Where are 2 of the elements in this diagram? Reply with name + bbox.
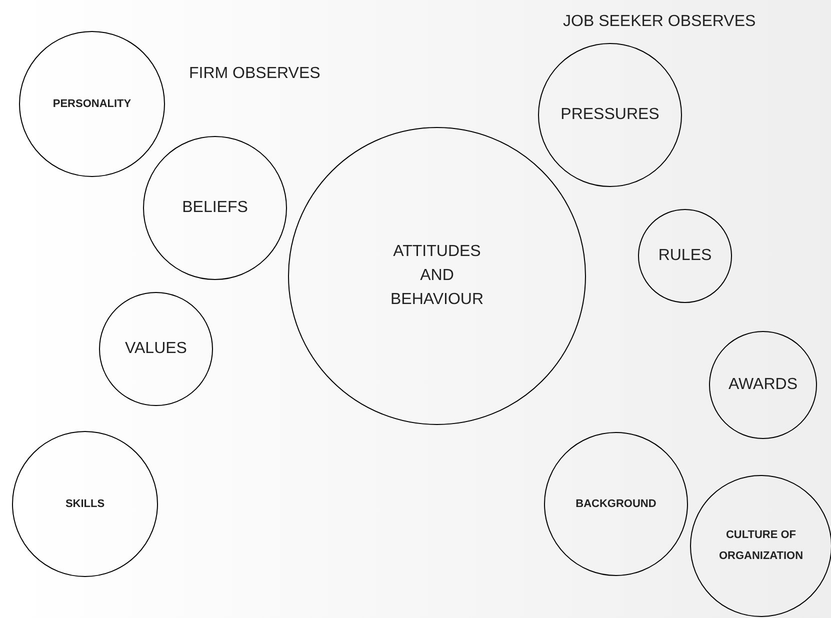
section-heading: FIRM OBSERVES	[189, 64, 320, 84]
section-heading: JOB SEEKER OBSERVES	[563, 12, 756, 32]
